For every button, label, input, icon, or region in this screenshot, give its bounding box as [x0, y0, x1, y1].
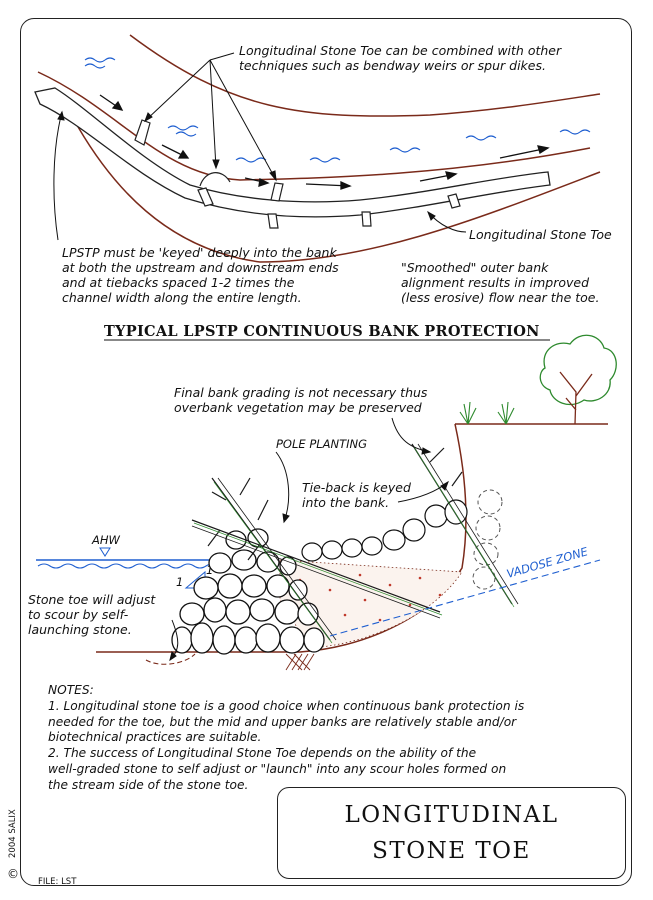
callout-combined-2: techniques such as bendway weirs or spur… [239, 58, 546, 73]
tieback-5 [361, 211, 372, 227]
callout-smoothed-1: "Smoothed" outer bank [401, 260, 549, 275]
outer-bank-line [37, 71, 591, 181]
copyright-text: 2004 SALIX [8, 809, 18, 858]
callout-grading-2: overbank vegetation may be preserved [174, 400, 422, 415]
stone-toe-pile [171, 528, 325, 655]
callout-combined-1: Longitudinal Stone Toe can be combined w… [239, 43, 562, 58]
tree-icon [539, 334, 617, 425]
plan-view: Longitudinal Stone Toe can be combined w… [34, 34, 612, 305]
flow-arrows [99, 94, 550, 190]
scour-hole [145, 653, 196, 665]
stone-toe-strip [34, 87, 551, 218]
label-vadose-zone: VADOSE ZONE [505, 544, 590, 581]
tieback-1 [134, 119, 151, 146]
vadose-zone-line [329, 559, 601, 637]
tieback-6 [447, 193, 461, 209]
keyed-stones-dashed [472, 489, 503, 590]
slope-label-rise: 1 [206, 563, 213, 577]
section-leader-lines [169, 417, 449, 662]
file-label: FILE: LST [38, 877, 77, 887]
title-box: LONGITUDINAL STONE TOE [277, 787, 626, 879]
toe-key-hatch [285, 653, 315, 671]
notes-heading: NOTES: [48, 683, 94, 697]
spur-bump [199, 172, 231, 187]
ahw-marker [99, 547, 111, 557]
grass-tufts [459, 401, 515, 425]
pole-planting-tint [193, 446, 515, 644]
callout-tieback-1: Tie-back is keyed [302, 480, 411, 495]
water-wave-marks [37, 563, 219, 569]
callout-stone-3: launching stone. [28, 622, 132, 637]
copyright-symbol: © [7, 867, 19, 881]
tieback-4 [267, 213, 279, 229]
notes-line-1: 1. Longitudinal stone toe is a good choi… [48, 698, 525, 713]
label-pole-planting: POLE PLANTING [276, 437, 367, 451]
callout-keyed-1: LPSTP must be 'keyed' deeply into the ba… [62, 245, 337, 260]
water-ripples [84, 57, 591, 163]
notes-line-6: the stream side of the stone toe. [48, 777, 249, 792]
callout-keyed-2: at both the upstream and downstream ends [62, 260, 339, 275]
notes-line-5: well-graded stone to self adjust or "lau… [48, 761, 507, 776]
callout-keyed-3: and at tiebacks spaced 1-2 times the [62, 275, 295, 290]
title-line-1: LONGITUDINAL [344, 802, 559, 828]
top-bank-line [129, 34, 601, 117]
notes-line-3: biotechnical practices are suitable. [48, 730, 262, 745]
label-ahw: AHW [91, 533, 121, 547]
label-longitudinal-toe: Longitudinal Stone Toe [469, 227, 612, 242]
callout-smoothed-2: alignment results in improved [401, 275, 589, 290]
cross-section: AHW 1 1 [28, 334, 617, 671]
title-line-2: STONE TOE [372, 838, 531, 864]
callout-stone-1: Stone toe will adjust [28, 592, 156, 607]
inner-bank-line [65, 104, 601, 263]
plan-leader-lines [53, 52, 467, 241]
callout-smoothed-3: (less erosive) flow near the toe. [401, 290, 599, 305]
tieback-2 [197, 187, 214, 207]
callout-grading-1: Final bank grading is not necessary thus [174, 385, 428, 400]
tiebacks [134, 119, 461, 229]
tieback-3 [270, 182, 284, 202]
notes-line-2: needed for the toe, but the mid and uppe… [48, 714, 517, 729]
callout-tieback-2: into the bank. [302, 495, 389, 510]
drawing-frame [20, 18, 632, 886]
copyright-vertical: 2004 SALIX © [7, 809, 19, 881]
slope-label-run: 1 [176, 575, 183, 589]
notes-line-4: 2. The success of Longitudinal Stone Toe… [48, 746, 477, 761]
callout-stone-2: to scour by self- [28, 607, 129, 622]
section-heading: TYPICAL LPSTP CONTINUOUS BANK PROTECTION [104, 323, 540, 340]
notes-block: NOTES: 1. Longitudinal stone toe is a go… [48, 683, 618, 794]
callout-keyed-4: channel width along the entire length. [62, 290, 302, 305]
